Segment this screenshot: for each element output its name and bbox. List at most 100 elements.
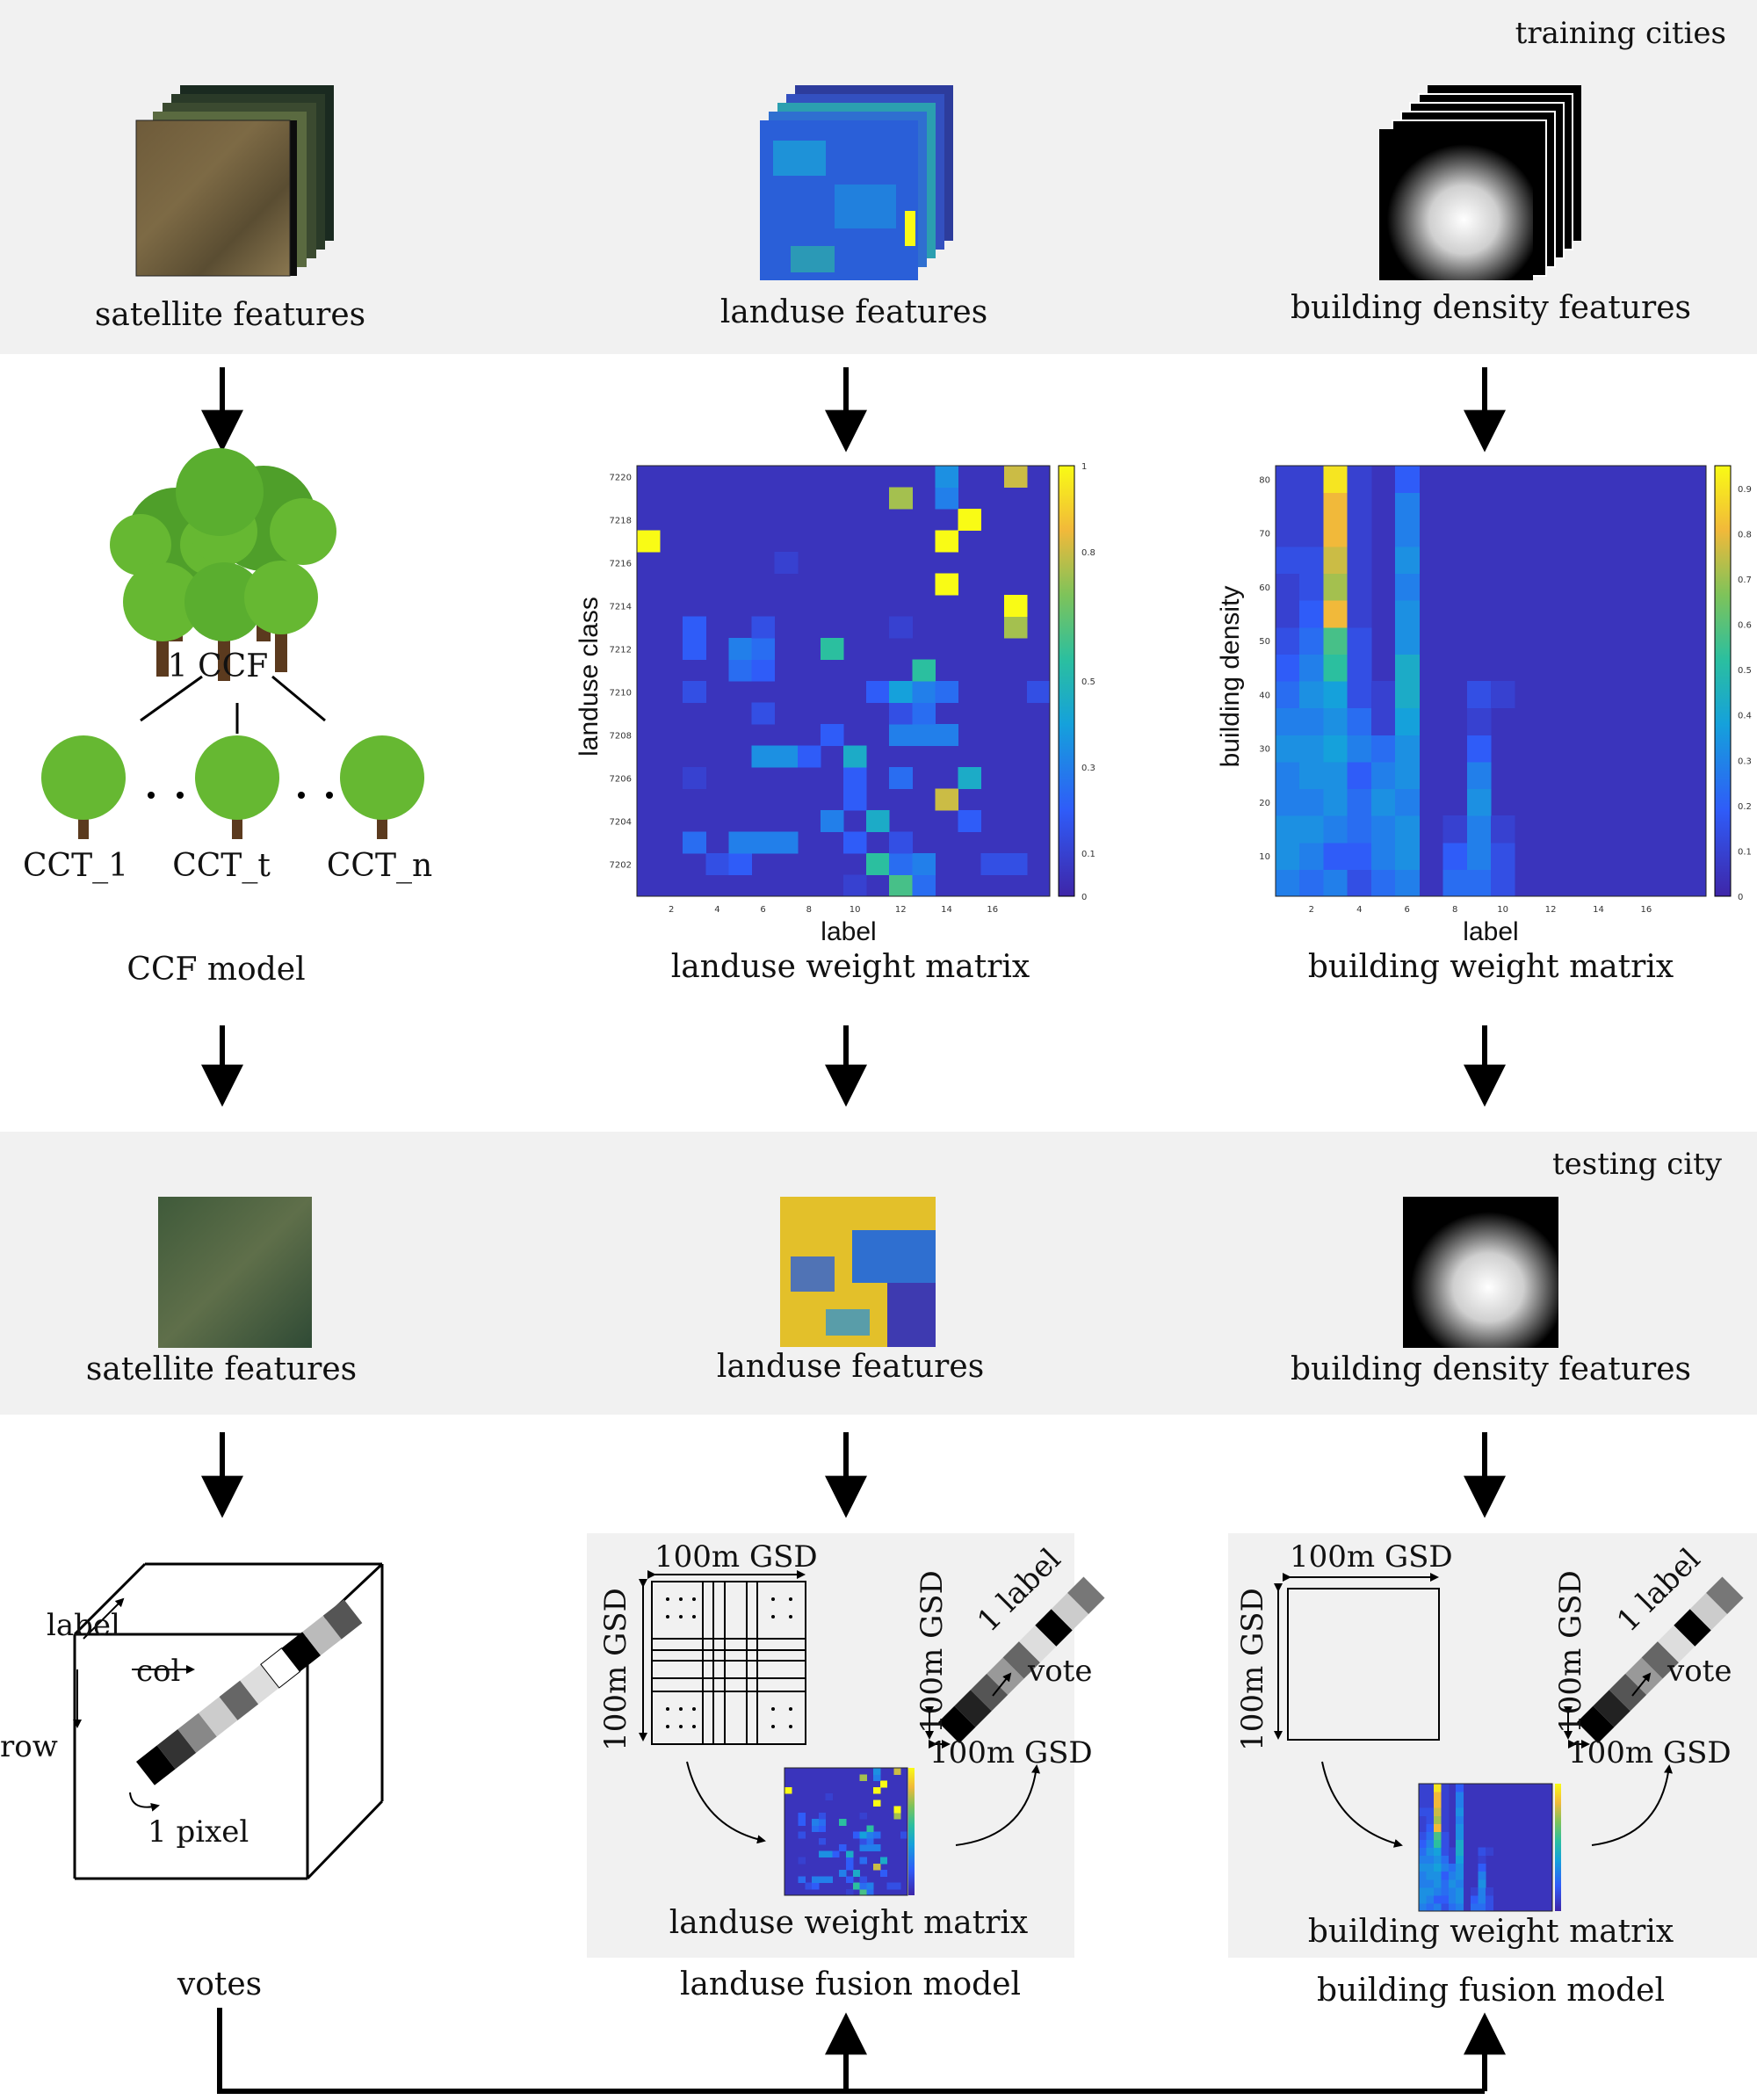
building-small-heatmap-cell	[1441, 1879, 1450, 1888]
landuse-small-heatmap-cell	[812, 1825, 820, 1832]
building-small-heatmap-cell	[1426, 1894, 1435, 1904]
building-small-heatmap-cell	[1456, 1784, 1464, 1792]
building-heatmap-cell	[1276, 681, 1300, 709]
building-heatmap-cell	[1347, 707, 1372, 735]
building-small-heatmap-cell	[1478, 1879, 1486, 1888]
building-small-heatmap-cell	[1456, 1839, 1464, 1848]
landuse-small-heatmap-cell	[893, 1812, 901, 1820]
building-small-heatmap-cell	[1441, 1894, 1450, 1904]
building-small-heatmap-cell	[1441, 1839, 1450, 1848]
building-small-heatmap-border	[1418, 1783, 1553, 1912]
landuse-heatmap-cell	[912, 724, 936, 746]
landuse-small-heatmap-cell	[798, 1876, 806, 1883]
building-square	[1287, 1588, 1440, 1741]
landuse-heatmap-cell	[751, 638, 776, 660]
landuse-weight-heatmap	[636, 465, 1051, 897]
building-gsd-bar-bottom: 100m GSD	[1568, 1735, 1732, 1771]
landuse-heatmap-cell	[683, 681, 706, 703]
cube-pixel-label: 1 pixel	[148, 1814, 249, 1850]
building-small-heatmap-cell	[1419, 1823, 1427, 1832]
building-small-heatmap-cell	[1471, 1894, 1479, 1904]
building-small-heatmap-cell	[1448, 1847, 1457, 1857]
landuse-small-heatmap-cell	[852, 1831, 861, 1839]
landuse-small-heatmap-cell	[873, 1844, 881, 1851]
ellipsis-dots	[148, 792, 333, 799]
training-satellite-label: satellite features	[94, 297, 366, 333]
landuse-heatmap-cell	[935, 681, 959, 703]
landuse-grid-dots	[666, 1597, 792, 1728]
landuse-vote-label: vote	[1028, 1654, 1093, 1689]
building-heatmap-cell	[1276, 626, 1300, 655]
landuse-small-heatmap-cell	[846, 1876, 854, 1883]
building-small-heatmap-cell	[1441, 1807, 1450, 1816]
building-cbar-tick: 0.9	[1738, 485, 1752, 495]
building-x-tick: 12	[1545, 905, 1557, 915]
landuse-cbar-tick: 0.3	[1081, 764, 1095, 773]
building-small-heatmap-cell	[1433, 1792, 1442, 1800]
training-building-stack	[1379, 85, 1581, 280]
building-small-heatmap-cell	[1433, 1894, 1442, 1904]
building-cbar-tick: 0.4	[1738, 712, 1752, 721]
landuse-heatmap-cell	[751, 616, 776, 639]
building-small-heatmap-cell	[1478, 1871, 1486, 1880]
landuse-small-heatmap-cell	[886, 1882, 894, 1890]
building-heatmap-cell	[1395, 519, 1420, 547]
cct-tree-icon-n	[340, 735, 424, 839]
building-small-heatmap-cell	[1433, 1879, 1442, 1888]
building-heatmap-cell	[1442, 815, 1468, 844]
building-cbar-tick: 0.6	[1738, 621, 1752, 631]
building-heatmap-cell	[1323, 492, 1348, 520]
building-small-heatmap-cell	[1433, 1799, 1442, 1808]
ccf-root-label: 1 CCF	[167, 648, 269, 684]
landuse-heatmap-cell	[751, 702, 776, 725]
building-heatmap-cell	[1276, 654, 1300, 682]
building-heatmap-cell	[1466, 681, 1492, 709]
building-heatmap-cell	[1347, 735, 1372, 763]
testing-satellite-label: satellite features	[85, 1351, 358, 1387]
landuse-heatmap-cell	[889, 853, 913, 875]
cube-label-axis: label	[47, 1608, 120, 1643]
landuse-small-heatmap-cell	[866, 1831, 874, 1839]
building-small-heatmap-cell	[1426, 1855, 1435, 1865]
landuse-small-heatmap-cell	[846, 1888, 854, 1896]
building-y-tick: 50	[1259, 637, 1270, 647]
building-small-heatmap-cell	[1426, 1847, 1435, 1857]
landuse-x-tick: 10	[850, 905, 861, 915]
building-y-tick: 30	[1259, 745, 1270, 755]
building-heatmap-cell	[1395, 815, 1420, 844]
landuse-x-tick: 4	[714, 905, 719, 915]
landuse-small-heatmap-cell	[859, 1812, 867, 1820]
building-heatmap-cell	[1299, 573, 1324, 601]
landuse-cbar-tick: 0	[1081, 893, 1087, 902]
building-small-heatmap-cell	[1433, 1847, 1442, 1857]
building-heatmap-cell	[1276, 600, 1300, 628]
building-heatmap-cell	[1395, 626, 1420, 655]
landuse-heatmap-cell	[728, 853, 753, 875]
testing-building-label: building density features	[1291, 1351, 1691, 1387]
landuse-small-heatmap-cell	[866, 1837, 874, 1845]
building-small-heatmap-cell	[1419, 1879, 1427, 1888]
landuse-small-heatmap-cell	[818, 1812, 827, 1820]
building-heatmap-cell	[1347, 519, 1372, 547]
building-y-tick: 10	[1259, 852, 1270, 862]
building-heatmap-cell	[1276, 788, 1300, 816]
landuse-small-heatmap-cell	[893, 1806, 901, 1814]
building-heatmap-cell	[1299, 492, 1324, 520]
landuse-small-heatmap-border	[784, 1767, 908, 1896]
building-small-heatmap-cell	[1448, 1902, 1457, 1912]
building-colorbar-ticks: 00.10.20.30.40.50.60.70.80.9	[1738, 485, 1752, 902]
building-x-tick: 8	[1452, 905, 1457, 915]
building-heatmap-cell	[1466, 788, 1492, 816]
training-landuse-label: landuse features	[719, 294, 988, 330]
building-heatmap-cell	[1395, 681, 1420, 709]
landuse-heatmap-cell	[889, 831, 913, 854]
building-small-heatmap-cell	[1426, 1871, 1435, 1880]
building-cbar-tick: 0.7	[1738, 576, 1752, 585]
cct-tree-icon-1	[41, 735, 126, 839]
building-gsd-left: 100m GSD	[1234, 1588, 1270, 1751]
landuse-small-heatmap-cell	[805, 1882, 813, 1890]
building-small-heatmap-cell	[1433, 1863, 1442, 1872]
landuse-small-heatmap-cell	[859, 1857, 867, 1865]
